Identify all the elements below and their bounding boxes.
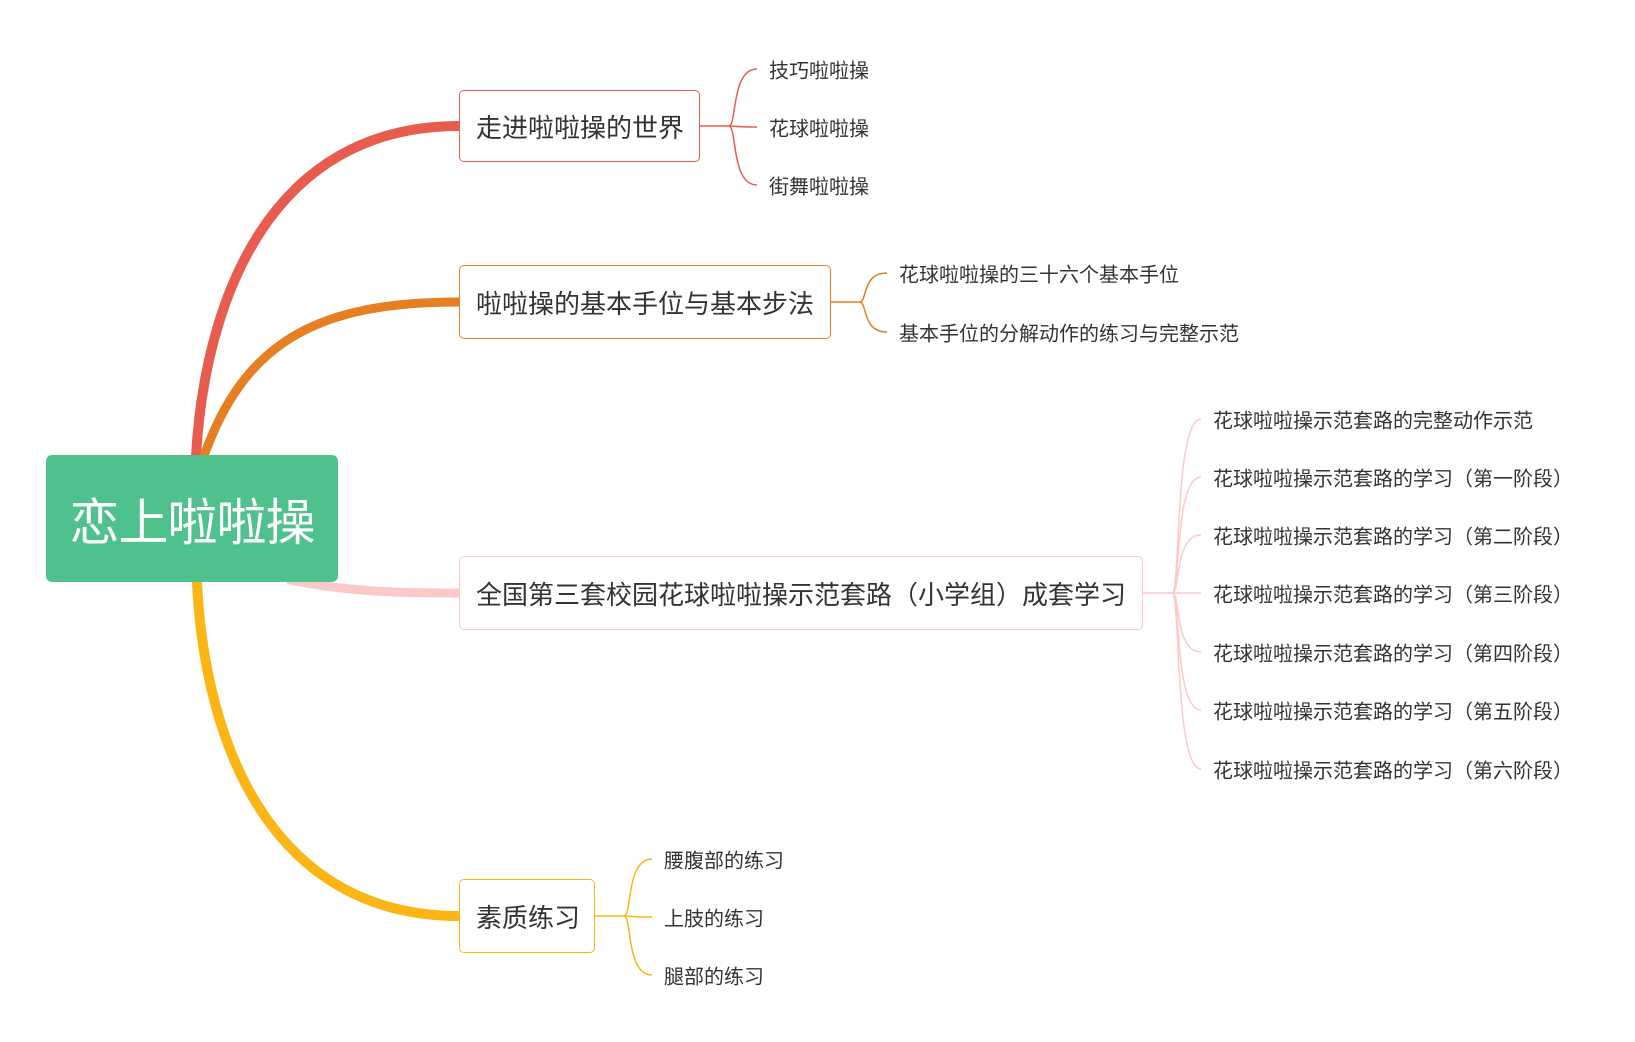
- subtopic[interactable]: 上肢的练习: [664, 906, 764, 931]
- leaf-connector: [728, 125, 758, 128]
- subtopic[interactable]: 花球啦啦操示范套路的完整动作示范: [1213, 408, 1533, 433]
- subtopic[interactable]: 花球啦啦操示范套路的学习（第四阶段）: [1213, 641, 1573, 666]
- leaf-connector: [728, 125, 758, 186]
- branch-connector: [199, 297, 464, 461]
- subtopic[interactable]: 花球啦啦操的三十六个基本手位: [899, 262, 1179, 287]
- leaf-connector: [859, 272, 888, 303]
- leaf-connector: [728, 68, 758, 127]
- subtopic[interactable]: 腰腹部的练习: [664, 848, 784, 873]
- subtopic[interactable]: 花球啦啦操示范套路的学习（第五阶段）: [1213, 699, 1573, 724]
- subtopic[interactable]: 花球啦啦操示范套路的学习（第二阶段）: [1213, 524, 1573, 549]
- leaf-connector: [623, 915, 653, 976]
- branch-topic[interactable]: 走进啦啦操的世界: [459, 90, 700, 162]
- subtopic[interactable]: 腿部的练习: [664, 964, 764, 989]
- leaf-connector: [1171, 534, 1202, 594]
- root-topic[interactable]: 恋上啦啦操: [46, 455, 338, 582]
- subtopic[interactable]: 花球啦啦操示范套路的学习（第三阶段）: [1213, 582, 1573, 607]
- branch-connector: [192, 577, 464, 921]
- branch-topic[interactable]: 全国第三套校园花球啦啦操示范套路（小学组）成套学习: [459, 556, 1143, 630]
- branch-connector: [285, 575, 464, 598]
- subtopic[interactable]: 花球啦啦操: [769, 116, 869, 141]
- subtopic[interactable]: 花球啦啦操示范套路的学习（第六阶段）: [1213, 758, 1573, 783]
- subtopic[interactable]: 技巧啦啦操: [769, 58, 869, 83]
- leaf-connector: [623, 915, 653, 918]
- leaf-connector: [859, 301, 888, 333]
- branch-topic[interactable]: 素质练习: [459, 879, 595, 953]
- leaf-connector: [1171, 592, 1202, 770]
- branch-connector: [191, 121, 464, 461]
- subtopic[interactable]: 花球啦啦操示范套路的学习（第一阶段）: [1213, 466, 1573, 491]
- branch-topic[interactable]: 啦啦操的基本手位与基本步法: [459, 265, 831, 339]
- subtopic[interactable]: 基本手位的分解动作的练习与完整示范: [899, 321, 1239, 346]
- leaf-connector: [623, 858, 653, 917]
- subtopic[interactable]: 街舞啦啦操: [769, 174, 869, 199]
